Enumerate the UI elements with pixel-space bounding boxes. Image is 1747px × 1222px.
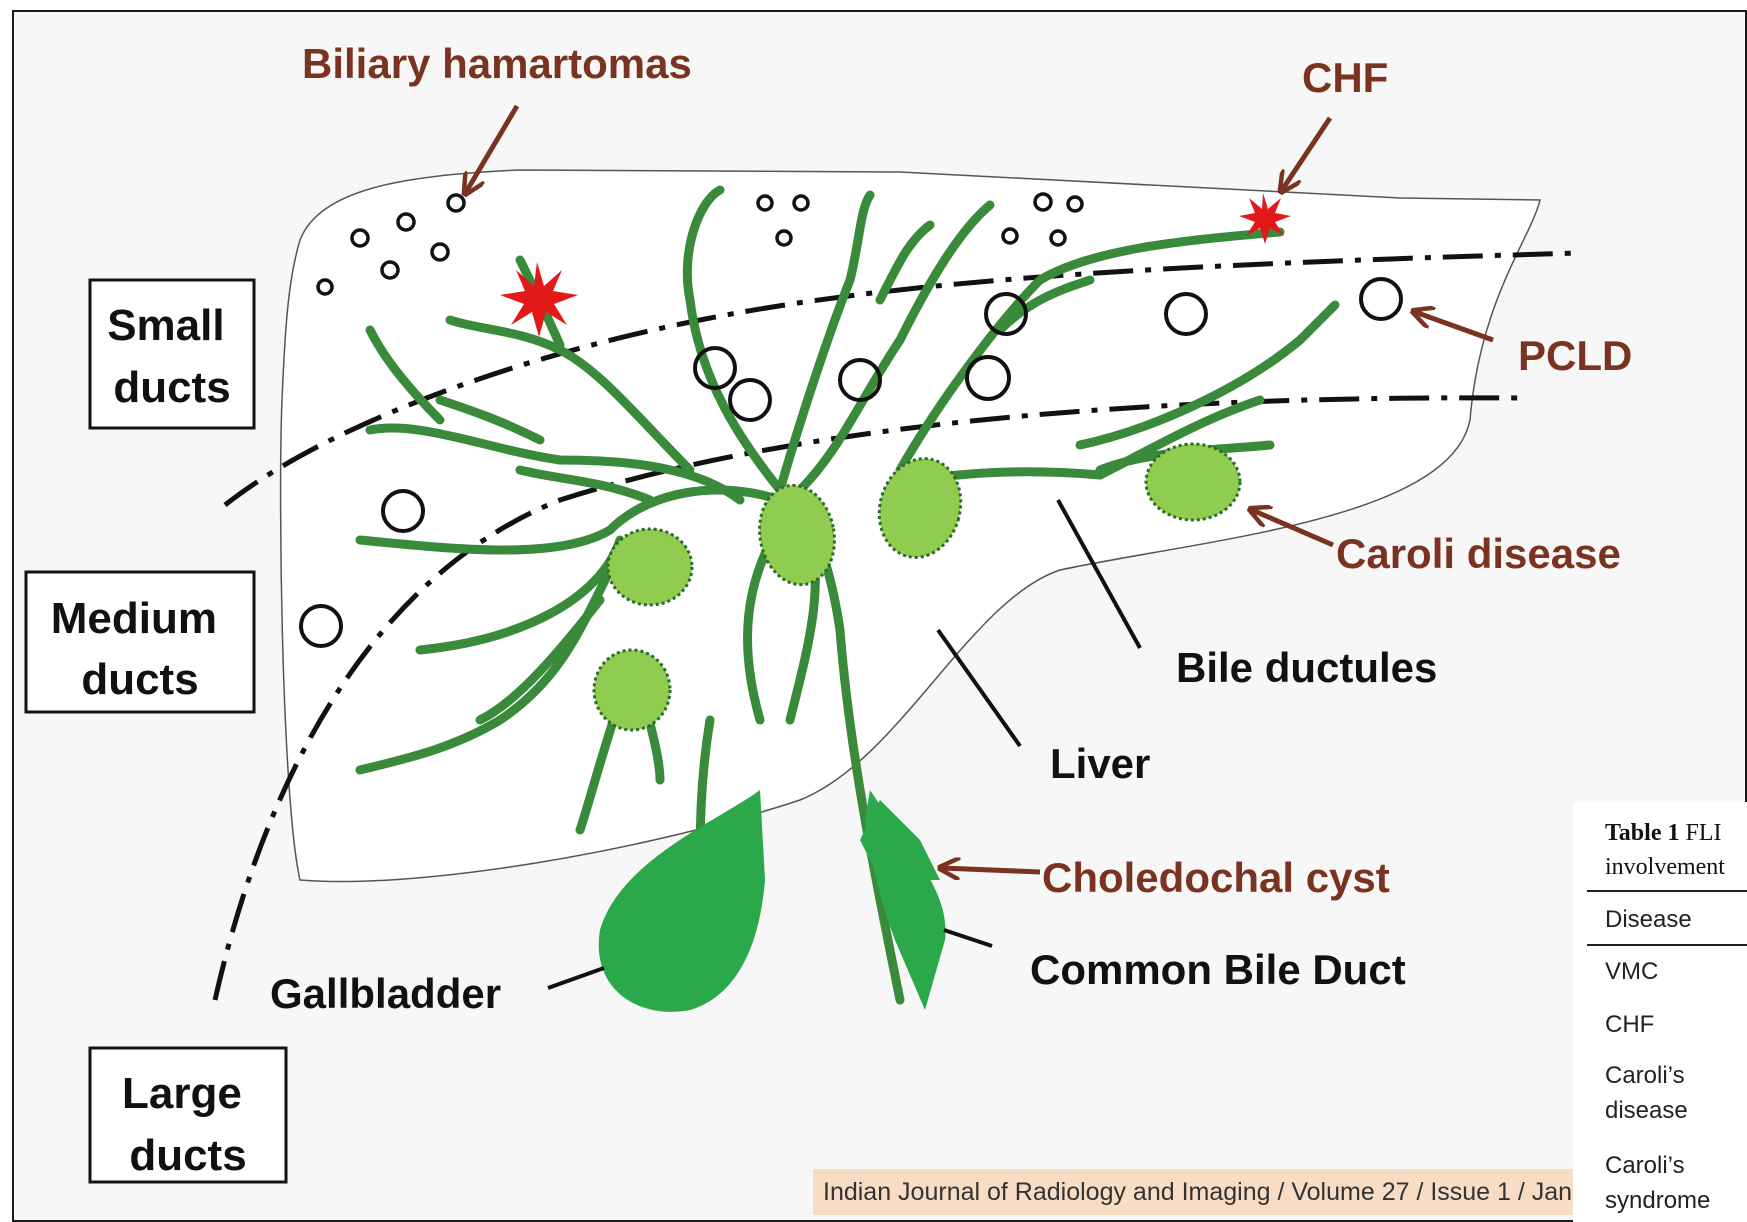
table-top-rule	[1587, 890, 1747, 892]
medium-ducts-label-line2: ducts	[81, 655, 198, 704]
table-caption: Table 1 FLI involvement	[1605, 816, 1747, 884]
table-row: CHF	[1605, 1007, 1654, 1042]
chf-arrow	[1282, 118, 1330, 190]
small-ducts-label-line1: Small	[107, 301, 224, 350]
large-ducts-label-line1: Large	[122, 1069, 242, 1118]
bile-ductules-label: Bile ductules	[1176, 644, 1437, 691]
cyst	[594, 650, 670, 730]
liver-leader	[938, 630, 1020, 746]
liver-label: Liver	[1050, 740, 1150, 787]
pcld-label: PCLD	[1518, 332, 1632, 379]
choledochal-cyst-label: Choledochal cyst	[1042, 854, 1390, 901]
small-ducts-label-line2: ducts	[113, 363, 230, 412]
table-header-rule	[1587, 944, 1747, 946]
table-preview-panel: Table 1 FLI involvement Disease VMC CHF …	[1573, 802, 1747, 1222]
common-bile-duct-label: Common Bile Duct	[1030, 946, 1406, 993]
table-cell-line: syndrome	[1605, 1187, 1710, 1214]
large-ducts-label-line2: ducts	[129, 1131, 246, 1180]
cyst	[608, 529, 692, 605]
duct-size-boxes	[26, 280, 286, 1182]
table-caption-number: Table 1	[1605, 820, 1679, 846]
table-row: VMC	[1605, 954, 1658, 989]
table-cell-line: disease	[1605, 1097, 1688, 1124]
biliary-hamartomas-label: Biliary hamartomas	[302, 40, 692, 87]
table-caption-line2: involvement	[1605, 854, 1725, 880]
table-cell-line: Caroli’s	[1605, 1062, 1685, 1089]
journal-citation-bar: Indian Journal of Radiology and Imaging …	[813, 1169, 1573, 1215]
table-row: Caroli’s disease	[1605, 1058, 1688, 1128]
cyst	[1146, 444, 1240, 520]
caroli-disease-label: Caroli disease	[1336, 530, 1621, 577]
chf-label: CHF	[1302, 54, 1388, 101]
gallbladder-leader	[548, 968, 604, 988]
table-cell-line: Caroli’s	[1605, 1152, 1685, 1179]
table-row: Caroli’s syndrome	[1605, 1148, 1710, 1218]
table-caption-title: FLI	[1685, 820, 1721, 846]
gallbladder-label: Gallbladder	[270, 970, 501, 1017]
medium-ducts-label-line1: Medium	[51, 594, 217, 643]
choledochal-cyst-arrow	[942, 868, 1040, 872]
table-header-disease: Disease	[1605, 902, 1692, 937]
common-bile-duct-leader	[944, 930, 992, 946]
